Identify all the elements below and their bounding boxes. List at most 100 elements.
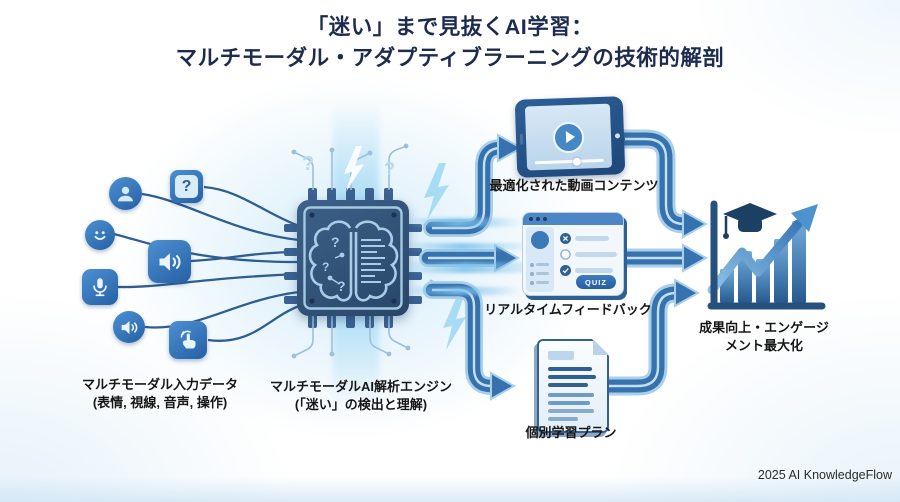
- arrowhead: [494, 243, 521, 273]
- arrowhead: [682, 243, 709, 273]
- tube-plan-to-outcome: [598, 278, 701, 396]
- window-dot: [536, 217, 540, 221]
- floating-question-marks: ? ?: [302, 153, 395, 179]
- outcome-label-line-1: 成果向上・エンゲージ: [699, 320, 829, 335]
- brain-data-lines: [361, 239, 385, 283]
- check-icon: [560, 265, 571, 276]
- arrow-chip-to-quiz: [419, 243, 521, 273]
- tube-video-to-outcome: [615, 129, 709, 239]
- video-label-text: 最適化された動画コンテンツ: [489, 178, 659, 193]
- input-label-line-1: マルチモーダル入力データ: [81, 377, 238, 392]
- arrow-chip-to-video: [423, 133, 524, 237]
- speaker-small-icon: [113, 311, 145, 343]
- video-player: [514, 96, 626, 178]
- growth-arrowhead: [791, 204, 818, 232]
- video-progress-bar: [534, 157, 604, 166]
- input-label-line-2: (表情, 視線, 音声, 操作): [92, 394, 228, 410]
- quiz-label-text: リアルタイムフィードバック: [484, 302, 652, 317]
- brain-question-marks: ? ? ?: [322, 234, 346, 294]
- doc-heading-block: [548, 351, 574, 360]
- bullet-dot: [530, 281, 534, 285]
- bullet-line: [536, 281, 549, 284]
- chip-screws: [309, 212, 397, 304]
- title-line-2: マルチモーダル・アダプティブラーニングの技術的解剖: [175, 45, 725, 70]
- engine-label-line-1: マルチモーダルAI解析エンジン: [269, 379, 452, 394]
- lightning-icon: [424, 163, 449, 220]
- plan-label: 個別学習プラン: [505, 424, 637, 442]
- user-icon: [109, 177, 142, 210]
- speaker-icon: [148, 240, 191, 283]
- outcome-chart: [707, 200, 826, 310]
- brain-question-mark: ?: [331, 234, 340, 250]
- circle-icon: [560, 249, 571, 260]
- outcome-label-line-2: メント最大化: [724, 337, 803, 353]
- plan-label-text: 個別学習プラン: [525, 425, 617, 440]
- window-titlebar: [523, 213, 623, 225]
- arrowhead: [490, 371, 517, 401]
- x-icon: [560, 233, 571, 244]
- floating-question-mark: ?: [384, 159, 395, 179]
- play-icon: [552, 121, 585, 154]
- outcome-label: 成果向上・エンゲージ メント最大化: [688, 319, 840, 355]
- microphone-icon: [82, 269, 118, 305]
- growth-arrow: [707, 219, 803, 295]
- touch-icon: [169, 321, 207, 359]
- bullet-dot: [530, 263, 534, 267]
- doc-line: [548, 367, 592, 371]
- video-label: 最適化された動画コンテンツ: [480, 177, 668, 195]
- window-dot: [529, 217, 533, 221]
- lightning-icon: [443, 296, 466, 350]
- quiz-button: QUIZ: [576, 275, 616, 289]
- trace-dots: [291, 143, 411, 359]
- video-screen: [524, 103, 613, 171]
- doc-line: [548, 409, 594, 413]
- answer-line: [575, 268, 613, 273]
- chip-face: ? ? ?: [303, 206, 403, 310]
- quiz-sidebar: [526, 227, 554, 292]
- bullet-line: [536, 272, 549, 275]
- arrowhead: [674, 278, 701, 308]
- brain-question-mark: ?: [337, 278, 346, 294]
- tablet-home-button: [614, 132, 621, 138]
- chart-bars: [720, 221, 806, 303]
- answer-line: [575, 252, 617, 257]
- tablet-camera-slot: [519, 133, 523, 145]
- input-label: マルチモーダル入力データ (表情, 視線, 音声, 操作): [55, 376, 265, 412]
- page-title: 「迷い」まで見抜くAI学習： マルチモーダル・アダプティブラーニングの技術的解剖: [0, 12, 900, 73]
- bullet-line: [536, 263, 549, 266]
- window-dot: [543, 217, 547, 221]
- brain-icon: [308, 220, 399, 302]
- ai-engine-chip: ? ? ?: [297, 200, 409, 316]
- tube-quiz-to-outcome: [606, 243, 709, 273]
- engine-label-line-2: (「迷い」の検出と理解): [294, 396, 428, 412]
- quiz-label: リアルタイムフィードバック: [470, 301, 666, 319]
- doc-line: [548, 401, 590, 405]
- doc-line: [548, 417, 578, 421]
- credit-text: 2025 AI KnowledgeFlow: [757, 468, 892, 482]
- lightning-bolts: [344, 146, 466, 350]
- answer-line: [575, 236, 609, 241]
- brain-question-mark: ?: [322, 260, 329, 274]
- graduation-cap-icon: [723, 203, 777, 239]
- quiz-window: QUIZ: [522, 212, 624, 296]
- arrowhead: [682, 209, 709, 239]
- smile-icon: [85, 220, 115, 250]
- bullet-dot: [530, 272, 534, 276]
- arrowhead: [497, 133, 524, 163]
- doc-line: [548, 375, 596, 379]
- chart-axes: [707, 200, 826, 310]
- floating-question-mark: ?: [302, 153, 314, 175]
- brain-circuit-marks: [327, 252, 345, 284]
- doc-line: [548, 383, 588, 387]
- title-line-1: 「迷い」まで見抜くAI学習：: [306, 15, 594, 39]
- plan-document: [537, 339, 609, 433]
- question-icon: ?: [170, 170, 203, 203]
- question-icon: [531, 231, 549, 249]
- question-glyph: ?: [175, 175, 198, 198]
- doc-line: [548, 393, 594, 397]
- lightning-icon: [344, 146, 364, 192]
- progress-thumb: [572, 157, 581, 166]
- document-fold: [593, 339, 609, 355]
